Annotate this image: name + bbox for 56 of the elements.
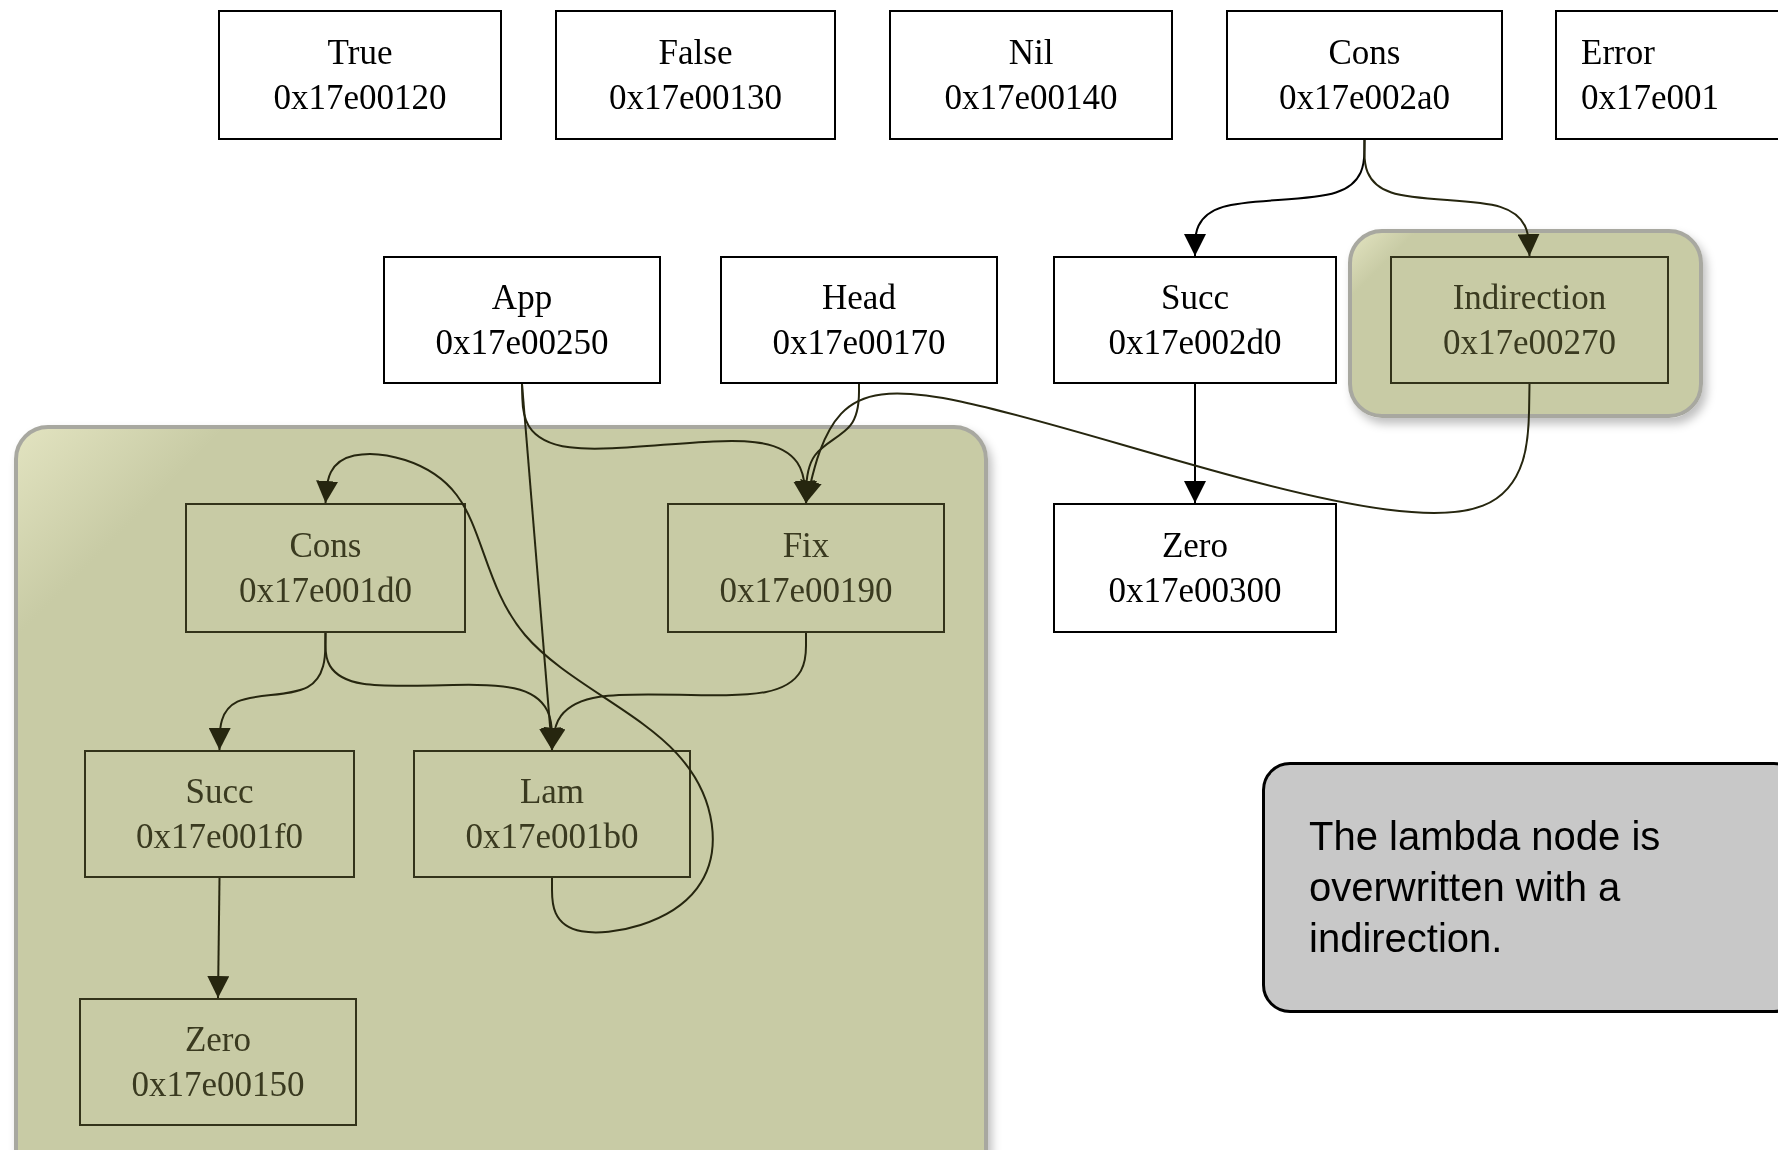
node-type: Cons	[289, 524, 362, 567]
node-type: Succ	[185, 770, 254, 813]
node-box	[1226, 10, 1503, 140]
node-address: 0x17e00120	[273, 77, 447, 119]
node-type: Zero	[1161, 524, 1229, 567]
node-address: 0x17e001	[1581, 77, 1720, 119]
node-box	[383, 256, 661, 384]
node-type: Indirection	[1452, 276, 1607, 319]
arrow	[521, 383, 562, 751]
group-panel	[1348, 229, 1703, 418]
node-type: Fix	[782, 524, 830, 567]
note-box	[1262, 762, 1778, 1013]
node-box	[667, 503, 945, 633]
node-box	[185, 503, 466, 633]
node-address: 0x17e00130	[608, 77, 782, 119]
node-type: True	[327, 31, 393, 74]
node-type: Nil	[1008, 31, 1054, 74]
node-type: Succ	[1160, 276, 1229, 319]
arrow	[207, 877, 230, 999]
node-box	[1053, 256, 1337, 384]
node-type: False	[658, 31, 733, 74]
node-address: 0x17e00150	[131, 1064, 305, 1106]
node-address: 0x17e00190	[719, 570, 893, 612]
node-box	[1053, 503, 1337, 633]
node-box	[555, 10, 836, 140]
node-type: Error	[1581, 31, 1655, 74]
node-address: 0x17e001d0	[238, 570, 412, 612]
node-type: Head	[822, 276, 896, 319]
node-box	[1555, 10, 1778, 140]
note-text: The lambda node is overwritten with a indirection.	[1309, 813, 1662, 962]
node-type: Zero	[184, 1018, 252, 1061]
node-address: 0x17e002d0	[1108, 322, 1282, 364]
node-type: Lam	[519, 770, 585, 813]
node-address: 0x17e00170	[772, 322, 946, 364]
arrow	[316, 453, 714, 934]
node-address: 0x17e00270	[1442, 322, 1616, 364]
arrow	[800, 383, 1531, 514]
node-address: 0x17e002a0	[1278, 77, 1451, 119]
node-box	[413, 750, 691, 878]
node-type: App	[491, 276, 553, 319]
node-type: Cons	[1328, 31, 1401, 74]
node-address: 0x17e00300	[1108, 570, 1282, 612]
arrow	[543, 632, 807, 751]
node-box	[79, 998, 357, 1126]
node-box	[218, 10, 502, 140]
arrow	[1363, 139, 1540, 257]
node-address: 0x17e001b0	[465, 816, 639, 858]
arrow	[1184, 383, 1206, 504]
node-address: 0x17e00250	[435, 322, 609, 364]
node-box	[84, 750, 355, 878]
node-box	[889, 10, 1173, 140]
node-address: 0x17e001f0	[135, 816, 304, 858]
node-box	[720, 256, 998, 384]
group-panel	[14, 425, 988, 1150]
node-address: 0x17e00140	[944, 77, 1118, 119]
node-box	[1390, 256, 1669, 384]
